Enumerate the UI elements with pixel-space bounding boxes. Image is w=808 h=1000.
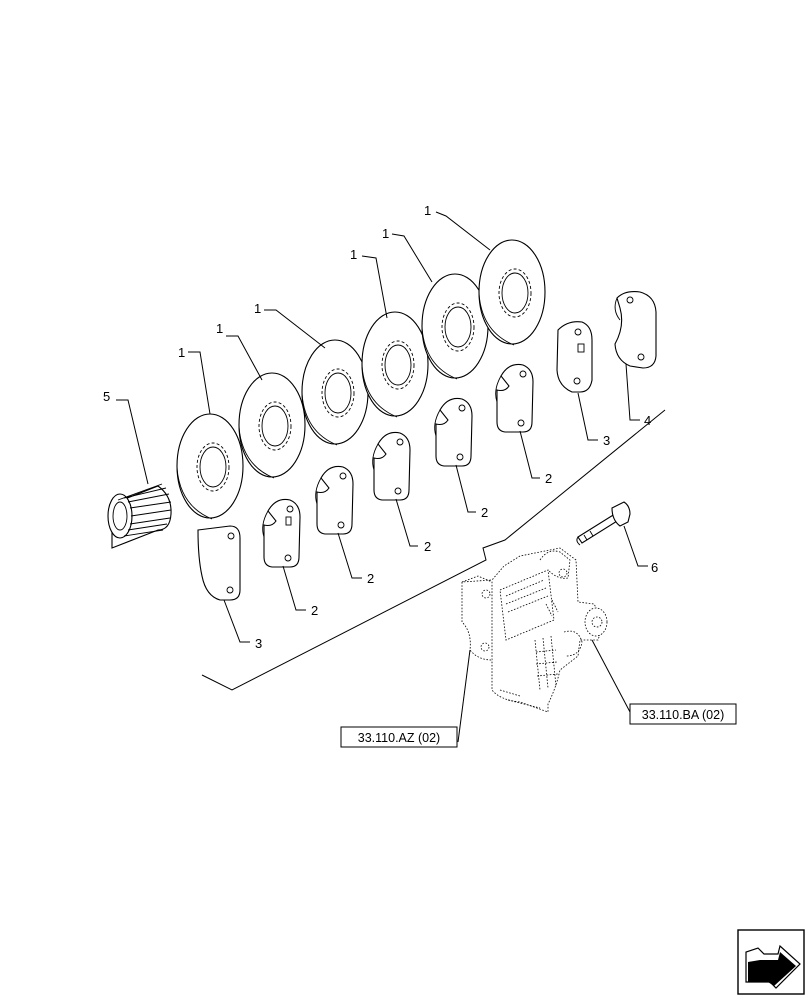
ref-housing: 33.110.AZ (02) (358, 731, 440, 745)
bolt (576, 501, 631, 546)
disc (238, 372, 306, 479)
leader-bolt (623, 525, 648, 567)
leader-disc (391, 233, 433, 283)
leader-plate-b (625, 363, 640, 421)
leader-lever-plate (519, 430, 540, 479)
leader-disc (226, 335, 263, 381)
lever-plate (315, 465, 354, 535)
splined-sleeve (107, 483, 172, 549)
plate-b (614, 291, 657, 369)
next-page-arrow-icon[interactable] (737, 929, 805, 995)
callout-bolt: 6 (651, 560, 658, 575)
leader-disc (264, 309, 326, 349)
disc (421, 273, 489, 380)
disc (176, 413, 244, 520)
callout-disc: 1 (254, 301, 261, 316)
leader-plate-a (577, 392, 598, 441)
leader-lever-plate (395, 498, 418, 547)
plate-a (197, 525, 241, 601)
callout-lever-plate: 2 (367, 571, 374, 586)
callout-disc: 1 (350, 247, 357, 262)
callout-plate-a: 3 (603, 433, 610, 448)
callout-lever-plate: 2 (545, 471, 552, 486)
callout-disc: 1 (216, 321, 223, 336)
leader-plate-a (223, 599, 250, 643)
disc (301, 339, 369, 446)
lever-plate (434, 397, 473, 467)
callout-lever-plate: 2 (481, 505, 488, 520)
leader-lever-plate (455, 464, 476, 513)
leader-lever-plate (337, 532, 362, 579)
leader-disc (188, 351, 211, 415)
leader-disc (435, 211, 491, 251)
callout-plate-a: 3 (255, 636, 262, 651)
callout-disc: 1 (424, 203, 431, 218)
leader-splined-sleeve (116, 399, 149, 485)
ref-box-valve (629, 703, 737, 725)
leader-ref-valve (591, 639, 631, 713)
callout-splined-sleeve: 5 (103, 389, 110, 404)
ref-valve: 33.110.BA (02) (642, 708, 724, 722)
callout-disc: 1 (178, 345, 185, 360)
housing-assembly (461, 547, 608, 713)
plate-a (556, 321, 593, 393)
disc (361, 311, 429, 418)
leader-lever-plate (282, 565, 306, 611)
disc (478, 239, 546, 346)
callout-lever-plate: 2 (311, 603, 318, 618)
group-bracket (201, 409, 666, 691)
lever-plate (495, 363, 534, 433)
leader-ref-housing (457, 649, 471, 743)
leader-disc (361, 255, 388, 319)
callout-plate-b: 4 (644, 413, 651, 428)
lever-plate (262, 498, 301, 568)
callout-lever-plate: 2 (424, 539, 431, 554)
callout-disc: 1 (382, 226, 389, 241)
lever-plate-slot (285, 516, 292, 526)
ref-box-housing (340, 726, 458, 748)
lever-plate (372, 431, 411, 501)
